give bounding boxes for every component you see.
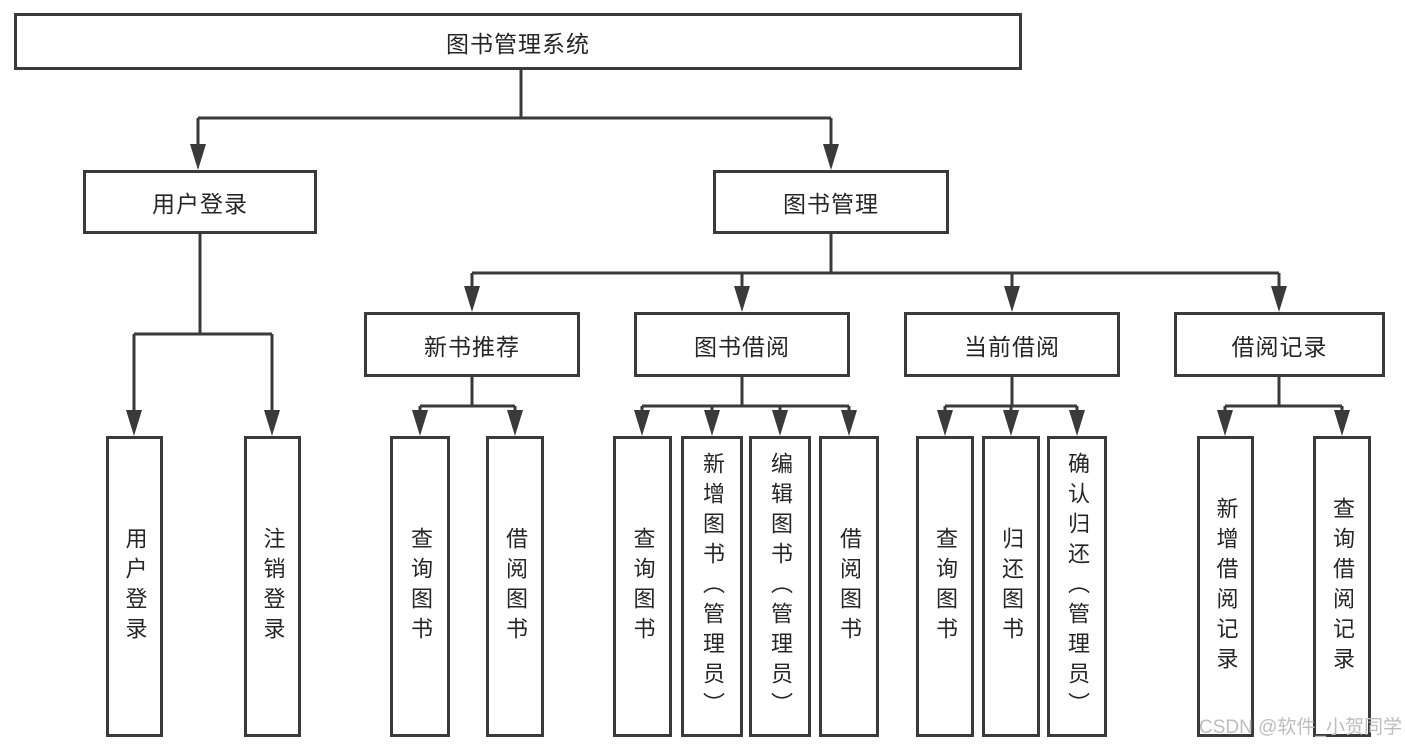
node-leaf-add-books-admin-label: 新增图书（管理员） [700, 451, 725, 722]
node-leaf-borrow-books-1: 借阅图书 [486, 436, 544, 737]
node-user-login-group-label: 用户登录 [152, 191, 248, 217]
node-current-borrowing-label: 当前借阅 [964, 333, 1060, 360]
node-book-borrowing: 图书借阅 [634, 312, 850, 377]
node-leaf-return-books-label: 归还图书 [999, 526, 1024, 647]
node-book-management-label: 图书管理 [783, 191, 879, 217]
node-current-borrowing: 当前借阅 [904, 312, 1120, 377]
node-library-system-label: 图书管理系统 [446, 30, 590, 57]
node-leaf-query-books-2-label: 查询图书 [630, 526, 656, 647]
node-leaf-borrow-books-2: 借阅图书 [819, 436, 879, 737]
node-leaf-query-books-1-label: 查询图书 [408, 526, 433, 647]
node-book-borrowing-label: 图书借阅 [694, 333, 790, 360]
watermark: CSDN @软件_小贺同学 [1199, 717, 1402, 738]
node-leaf-query-books-1: 查询图书 [390, 436, 450, 737]
node-leaf-query-books-3-label: 查询图书 [933, 526, 958, 647]
node-leaf-confirm-return-admin-label: 确认归还（管理员） [1065, 451, 1090, 722]
node-leaf-add-books-admin: 新增图书（管理员） [681, 436, 743, 737]
node-leaf-add-borrow-record-label: 新增借阅记录 [1213, 496, 1239, 677]
node-leaf-logout-label: 注销登录 [260, 526, 286, 647]
node-new-book-recommend: 新书推荐 [364, 312, 580, 377]
node-user-login-group: 用户登录 [83, 170, 317, 234]
node-leaf-edit-books-admin: 编辑图书（管理员） [749, 436, 811, 737]
node-new-book-recommend-label: 新书推荐 [424, 333, 520, 360]
node-leaf-return-books: 归还图书 [982, 436, 1040, 737]
node-leaf-logout: 注销登录 [244, 436, 301, 737]
node-leaf-borrow-books-1-label: 借阅图书 [503, 526, 528, 647]
node-leaf-edit-books-admin-label: 编辑图书（管理员） [768, 451, 793, 722]
node-leaf-query-borrow-record-label: 查询借阅记录 [1330, 496, 1355, 677]
node-borrow-records: 借阅记录 [1174, 312, 1385, 377]
node-leaf-add-borrow-record: 新增借阅记录 [1197, 436, 1254, 737]
node-borrow-records-label: 借阅记录 [1231, 333, 1328, 360]
node-leaf-user-login-label: 用户登录 [122, 526, 148, 647]
node-leaf-query-books-2: 查询图书 [613, 436, 672, 737]
node-leaf-borrow-books-2-label: 借阅图书 [837, 526, 862, 647]
node-book-management: 图书管理 [713, 170, 949, 234]
node-leaf-confirm-return-admin: 确认归还（管理员） [1047, 436, 1107, 737]
node-leaf-query-books-3: 查询图书 [916, 436, 974, 737]
node-leaf-query-borrow-record: 查询借阅记录 [1313, 436, 1371, 737]
node-leaf-user-login: 用户登录 [106, 436, 163, 737]
node-library-system: 图书管理系统 [14, 13, 1022, 70]
